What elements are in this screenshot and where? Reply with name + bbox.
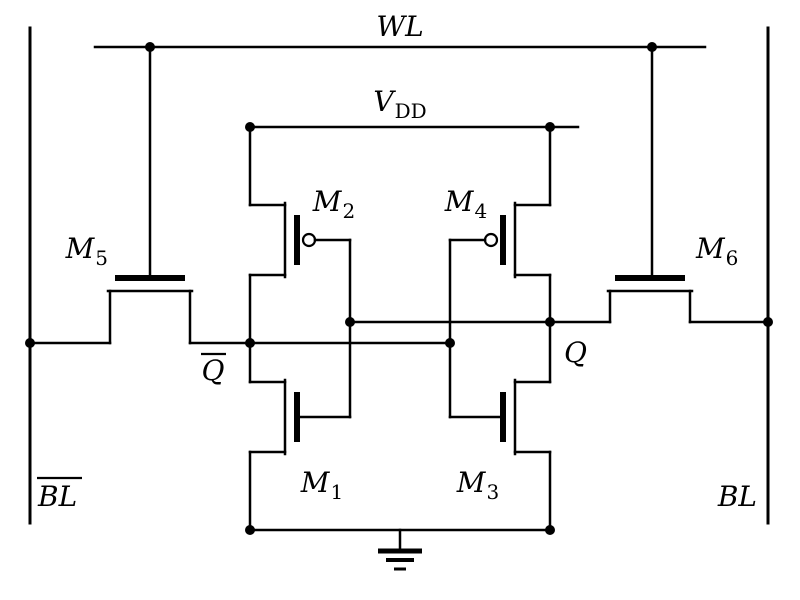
qbar-label-group: Q: [201, 352, 226, 387]
transistor-m1-nmos: [248, 378, 352, 456]
transistor-m4-pmos: [448, 201, 552, 279]
m4-pmos-bubble-icon: [483, 232, 499, 248]
junction-vdd-right: [545, 122, 555, 132]
junction-gnd-right: [545, 525, 555, 535]
transistor-m5: [106, 45, 194, 345]
blbar-label-group: BL: [37, 476, 82, 513]
m2-pmos-bubble-icon: [301, 232, 317, 248]
junction-q-node: [545, 317, 555, 327]
junction-q-gatebus: [345, 317, 355, 327]
word-line-label: WL: [376, 10, 423, 43]
m2-label: M2: [312, 185, 355, 223]
m3-label: M3: [456, 466, 499, 504]
junction-gnd-left: [245, 525, 255, 535]
m6-label: M6: [695, 232, 738, 270]
m1-label: M1: [300, 466, 343, 504]
ground-symbol-icon: [378, 528, 422, 571]
vdd-label: VDD: [373, 85, 426, 123]
junction-bl: [763, 317, 773, 327]
m4-label: M4: [444, 185, 487, 223]
junction-wl-m5: [145, 42, 155, 52]
blbar-label: BL: [37, 480, 77, 513]
transistor-m6: [606, 45, 694, 324]
q-label: Q: [564, 336, 587, 369]
junction-vdd-left: [245, 122, 255, 132]
m5-label: M5: [65, 232, 108, 270]
transistor-m3-nmos: [448, 378, 552, 456]
bl-label: BL: [717, 480, 757, 513]
junction-qbar-node: [245, 338, 255, 348]
junction-wl-m6: [647, 42, 657, 52]
junction-qbar-gatebus: [445, 338, 455, 348]
junction-blbar: [25, 338, 35, 348]
qbar-label: Q: [202, 354, 225, 387]
transistor-m2-pmos: [248, 201, 352, 279]
